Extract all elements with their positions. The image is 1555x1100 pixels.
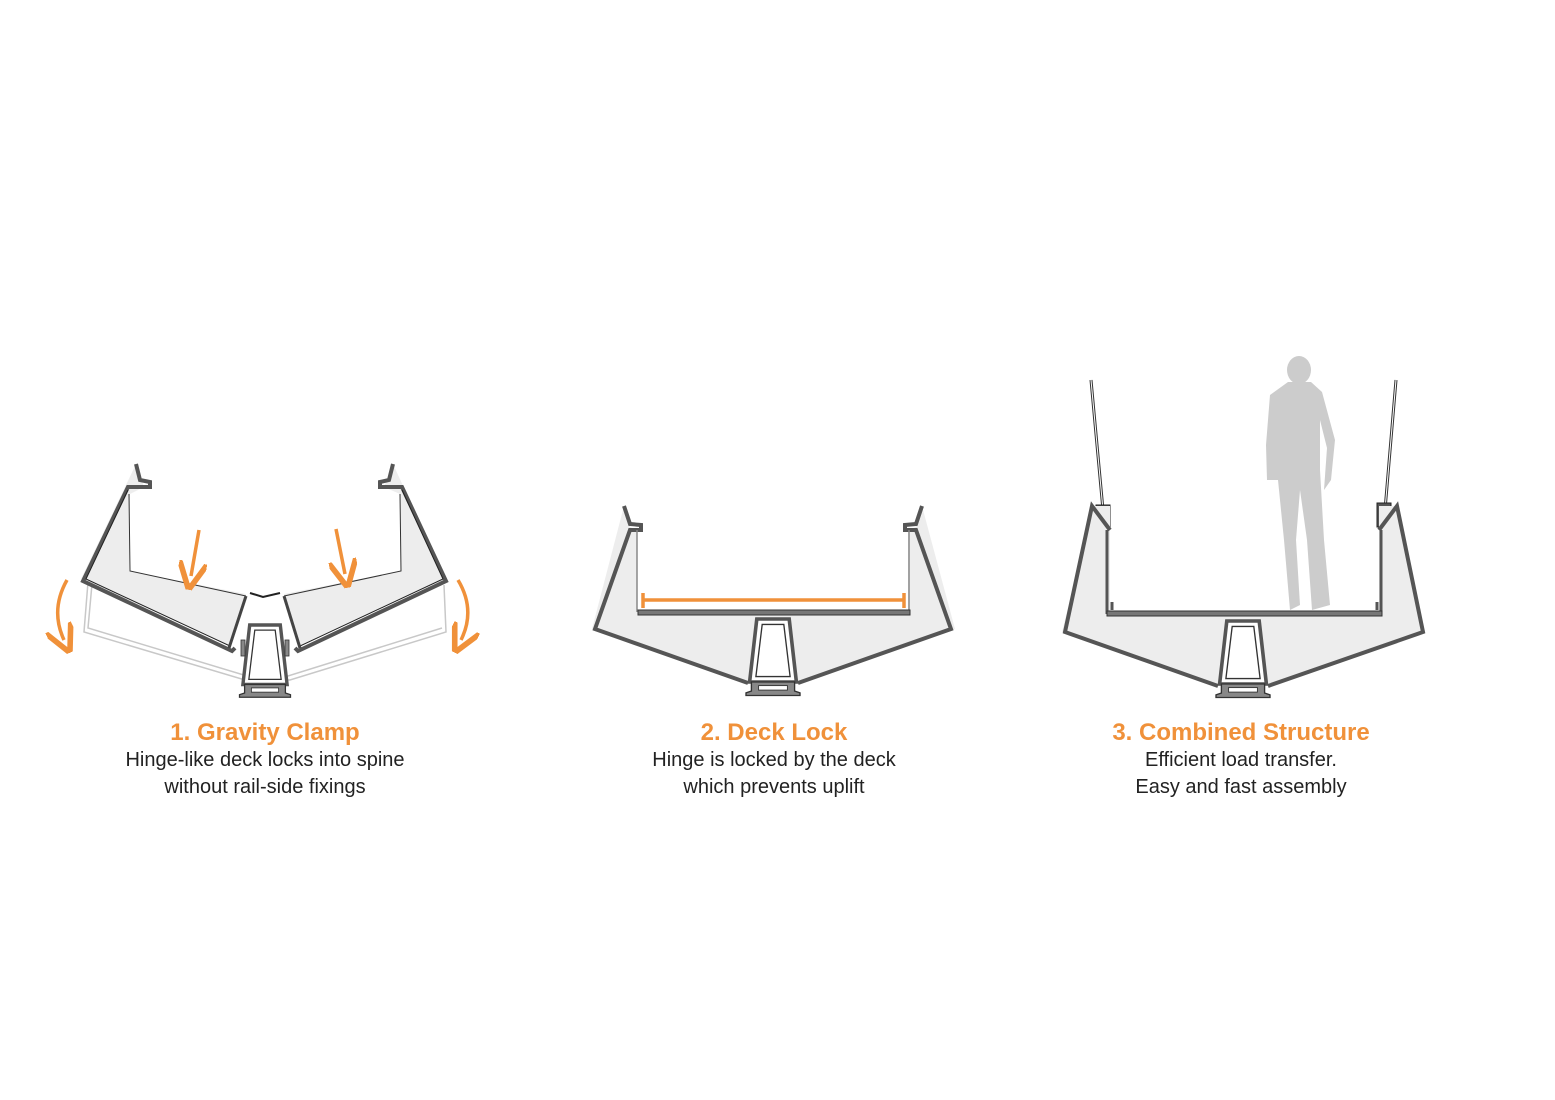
deck-span-bar-icon [641, 593, 906, 608]
caption-title: 3. Combined Structure [1112, 719, 1370, 746]
panel-3-combined-structure [1062, 356, 1426, 700]
down-arrow-right-icon [336, 528, 345, 574]
rotate-arrow-left-icon [58, 579, 67, 640]
railing-right [1376, 379, 1398, 528]
deck-plate [637, 609, 911, 616]
caption-line: which prevents uplift [683, 776, 865, 798]
panel-1-gravity-clamp [58, 463, 468, 699]
caption-title: 2. Deck Lock [700, 719, 848, 746]
rotate-arrow-right-icon [458, 579, 468, 640]
deck-plate [1106, 610, 1383, 617]
caption-line: Hinge-like deck locks into spine [125, 749, 405, 771]
caption-line: Efficient load transfer. [1145, 749, 1337, 771]
down-arrow-left-icon [191, 529, 199, 576]
person-silhouette-icon [1266, 356, 1335, 610]
caption-line: Hinge is locked by the deck [652, 749, 896, 771]
panel-2-deck-lock [592, 505, 955, 698]
caption-line: Easy and fast assembly [1135, 776, 1347, 798]
caption-combined-structure: 3. Combined Structure Efficient load tra… [1031, 719, 1451, 801]
left-wing [80, 463, 248, 654]
caption-line: without rail-side fixings [164, 776, 366, 798]
caption-deck-lock: 2. Deck Lock Hinge is locked by the deck… [564, 719, 984, 801]
caption-gravity-clamp: 1. Gravity Clamp Hinge-like deck locks i… [55, 719, 475, 801]
right-wing [282, 463, 449, 654]
caption-title: 1. Gravity Clamp [170, 719, 360, 746]
